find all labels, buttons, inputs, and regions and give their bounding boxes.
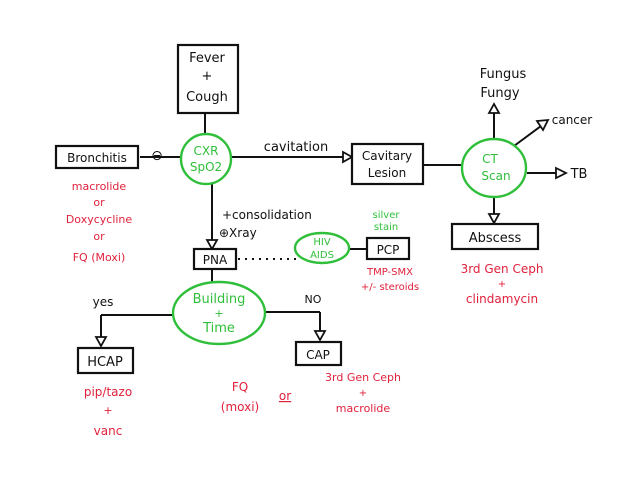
silver-label: silver xyxy=(373,210,401,221)
node-pcp: PCP xyxy=(365,236,411,261)
hcap-tx-1: pip/tazo xyxy=(84,385,132,399)
cxr-label: CXR xyxy=(194,144,219,158)
pcp-treatment-2: +/- steroids xyxy=(361,282,419,293)
pcp-treatment-1: TMP-SMX xyxy=(366,267,413,278)
cap-fq-2: (moxi) xyxy=(221,400,259,414)
bronchitis-tx-4: or xyxy=(93,230,105,243)
stain-label: stain xyxy=(374,222,398,233)
node-fever-cough: Fever + Cough xyxy=(176,43,240,115)
pna-label: PNA xyxy=(203,253,228,267)
bronchitis-tx-5: FQ (Moxi) xyxy=(73,251,126,264)
cavitation-label: cavitation xyxy=(264,140,328,155)
connectors xyxy=(94,102,569,348)
cancer-label: cancer xyxy=(552,113,593,127)
yes-label: yes xyxy=(93,295,114,309)
hcap-box xyxy=(76,346,135,375)
cough-label: Cough xyxy=(186,90,228,105)
arrowhead-fungus xyxy=(487,102,501,114)
node-ct-scan: CT Scan xyxy=(460,137,528,199)
cap-label: CAP xyxy=(306,348,330,362)
ct-circle xyxy=(460,137,528,199)
bronchitis-tx-2: or xyxy=(93,196,105,209)
fever-plus: + xyxy=(202,69,213,84)
hiv-label: HIV xyxy=(313,237,330,248)
pcp-box xyxy=(365,236,411,261)
arrowhead-cap xyxy=(313,330,327,342)
bronchitis-treatments: macrolide or Doxycycline or FQ (Moxi) xyxy=(66,180,133,264)
hcap-tx-2: + xyxy=(103,404,112,417)
hiv-ellipse xyxy=(293,231,351,265)
building-plus: + xyxy=(214,307,223,320)
cap-treatments: FQ (moxi) or 3rd Gen Ceph + macrolide xyxy=(221,371,401,415)
abscess-box xyxy=(450,222,540,251)
cap-or: or xyxy=(279,389,291,403)
bronchitis-label: Bronchitis xyxy=(67,151,127,165)
no-label: NO xyxy=(305,293,322,306)
fungy-label: Fungy xyxy=(480,86,519,101)
node-pna: PNA xyxy=(192,247,238,271)
arrowhead-tb xyxy=(555,166,569,180)
cap-ceph-3: macrolide xyxy=(336,402,391,415)
node-abscess: Abscess xyxy=(450,222,540,251)
bronchitis-tx-1: macrolide xyxy=(72,180,127,193)
hcap-label: HCAP xyxy=(87,355,123,370)
building-ellipse xyxy=(171,280,267,346)
cavitary-label: Cavitary xyxy=(362,149,412,163)
bronchitis-box xyxy=(54,144,140,170)
arrowhead-cavitary xyxy=(342,150,354,164)
scan-label: Scan xyxy=(481,169,510,183)
time-label: Time xyxy=(202,321,235,336)
node-cap: CAP xyxy=(294,340,343,367)
node-bronchitis: Bronchitis xyxy=(54,144,140,170)
cxr-circle xyxy=(179,132,233,186)
consolidation-label: +consolidation xyxy=(222,208,312,222)
cap-ceph-2: + xyxy=(359,388,367,399)
hcap-tx-3: vanc xyxy=(94,424,123,438)
abscess-treatments: 3rd Gen Ceph + clindamycin xyxy=(461,262,544,306)
fungus-label: Fungus xyxy=(480,67,527,82)
hcap-treatments: pip/tazo + vanc xyxy=(84,385,132,438)
lesion-label: Lesion xyxy=(368,166,406,180)
abscess-tx-1: 3rd Gen Ceph xyxy=(461,262,544,276)
aids-label: AIDS xyxy=(310,250,334,261)
arrowhead-abscess xyxy=(487,213,501,225)
node-cavitary-lesion: Cavitary Lesion xyxy=(350,142,425,186)
building-label: Building xyxy=(193,292,246,307)
xray-label: ⊕Xray xyxy=(219,226,257,240)
node-cxr: CXR SpO2 xyxy=(179,132,233,186)
node-hcap: HCAP xyxy=(76,346,135,375)
cap-box xyxy=(294,340,343,367)
cap-ceph-1: 3rd Gen Ceph xyxy=(325,371,401,384)
bronchitis-tx-3: Doxycycline xyxy=(66,213,133,226)
fever-label: Fever xyxy=(189,51,225,66)
tb-label: TB xyxy=(570,167,588,182)
spo2-label: SpO2 xyxy=(190,160,222,174)
pcp-label: PCP xyxy=(377,243,400,257)
arrowhead-cancer xyxy=(535,118,550,132)
node-building-time: Building + Time xyxy=(171,280,267,346)
node-fungus: Fungus Fungy xyxy=(480,67,527,101)
node-hiv-aids: HIV AIDS xyxy=(293,231,351,265)
cap-fq-1: FQ xyxy=(232,380,248,394)
ct-label: CT xyxy=(482,152,498,166)
cavitary-box xyxy=(350,142,425,186)
abscess-tx-3: clindamycin xyxy=(466,292,538,306)
abscess-tx-2: + xyxy=(498,279,506,290)
abscess-label: Abscess xyxy=(469,231,522,246)
edge-ct-to-cancer xyxy=(513,125,542,147)
arrowhead-hcap xyxy=(94,336,108,348)
fever-cough-box xyxy=(176,43,240,115)
arrowhead-pna xyxy=(205,239,219,251)
minus-sign: ⊖ xyxy=(151,148,163,164)
pna-box xyxy=(192,247,238,271)
